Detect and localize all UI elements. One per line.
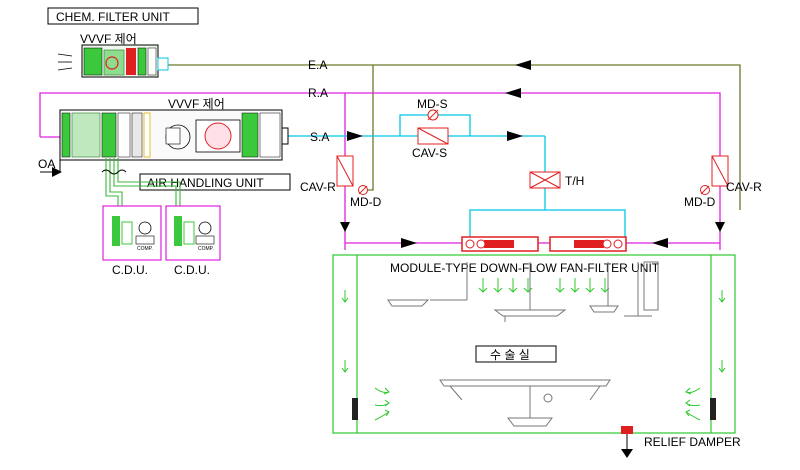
th-box [529,171,561,189]
cav-r-left-label: CAV-R [300,180,336,194]
downflow-arrows [341,278,726,421]
comp-label-2: COMP. [198,246,214,252]
cdu-label-2: C.D.U. [174,263,210,277]
operating-room-equipment [387,261,659,427]
oa-label: OA [38,157,55,171]
ra-label: R.A [308,86,328,100]
cav-r-right-box [711,155,729,187]
chem-filter-unit-label: CHEM. FILTER UNIT [56,10,170,24]
supply-air-duct [288,114,626,237]
sa-arrow-2 [507,131,523,141]
relief-damper-label: RELIEF DAMPER [644,435,741,449]
cdu-unit-1: COMP. [102,205,162,261]
cdu-piping [105,158,181,206]
md-d-left-label: MD-D [350,195,382,209]
th-label: T/H [565,174,584,188]
md-s-damper [427,109,439,121]
vvvf-control-label-1: VVVF 제어 [80,32,137,46]
ra-arrow-left-riser [340,222,350,232]
cdu-unit-2: COMP. [165,205,221,261]
comp-label-1: COMP. [137,246,153,252]
cav-r-right-label: CAV-R [726,180,762,194]
ea-label: E.A [308,58,327,72]
relief-damper [621,426,633,458]
ffu-right [549,236,627,252]
chem-filter-unit: CHEM. FILTER UNIT VVVF 제어 [47,7,199,78]
operating-room-label: 수 술 실 [490,348,530,362]
operating-room [332,254,736,434]
ffu-left [461,236,539,252]
ra-arrow-right-riser [715,222,725,232]
outside-air-intake: OA [38,157,62,177]
md-d-right-label: MD-D [684,195,716,209]
vvvf-control-label-2: VVVF 제어 [168,97,225,111]
exhaust-air-duct [168,64,741,210]
md-d-right-damper [700,185,710,195]
ra-arrow-left-room [401,238,417,248]
sa-label: S.A [310,130,329,144]
return-grilles [352,398,716,420]
air-handling-unit: VVVF 제어 [59,97,289,161]
cav-r-left-box [336,155,354,187]
cdu-label-1: C.D.U. [112,263,148,277]
sa-arrow-1 [347,131,363,141]
operating-room-plate [475,345,557,363]
cav-s-label: CAV-S [412,146,447,160]
ea-flow-arrow [515,60,531,70]
pipe-break-mark [101,169,127,175]
cav-s-box [417,127,449,145]
ra-flow-arrow [505,88,521,98]
md-d-left-damper [358,185,368,195]
ra-arrow-right-room [652,238,668,248]
ffu-label: MODULE-TYPE DOWN-FLOW FAN-FILTER UNIT [390,261,660,275]
ahu-label: AIR HANDLING UNIT [147,176,264,190]
md-s-label: MD-S [417,97,448,111]
